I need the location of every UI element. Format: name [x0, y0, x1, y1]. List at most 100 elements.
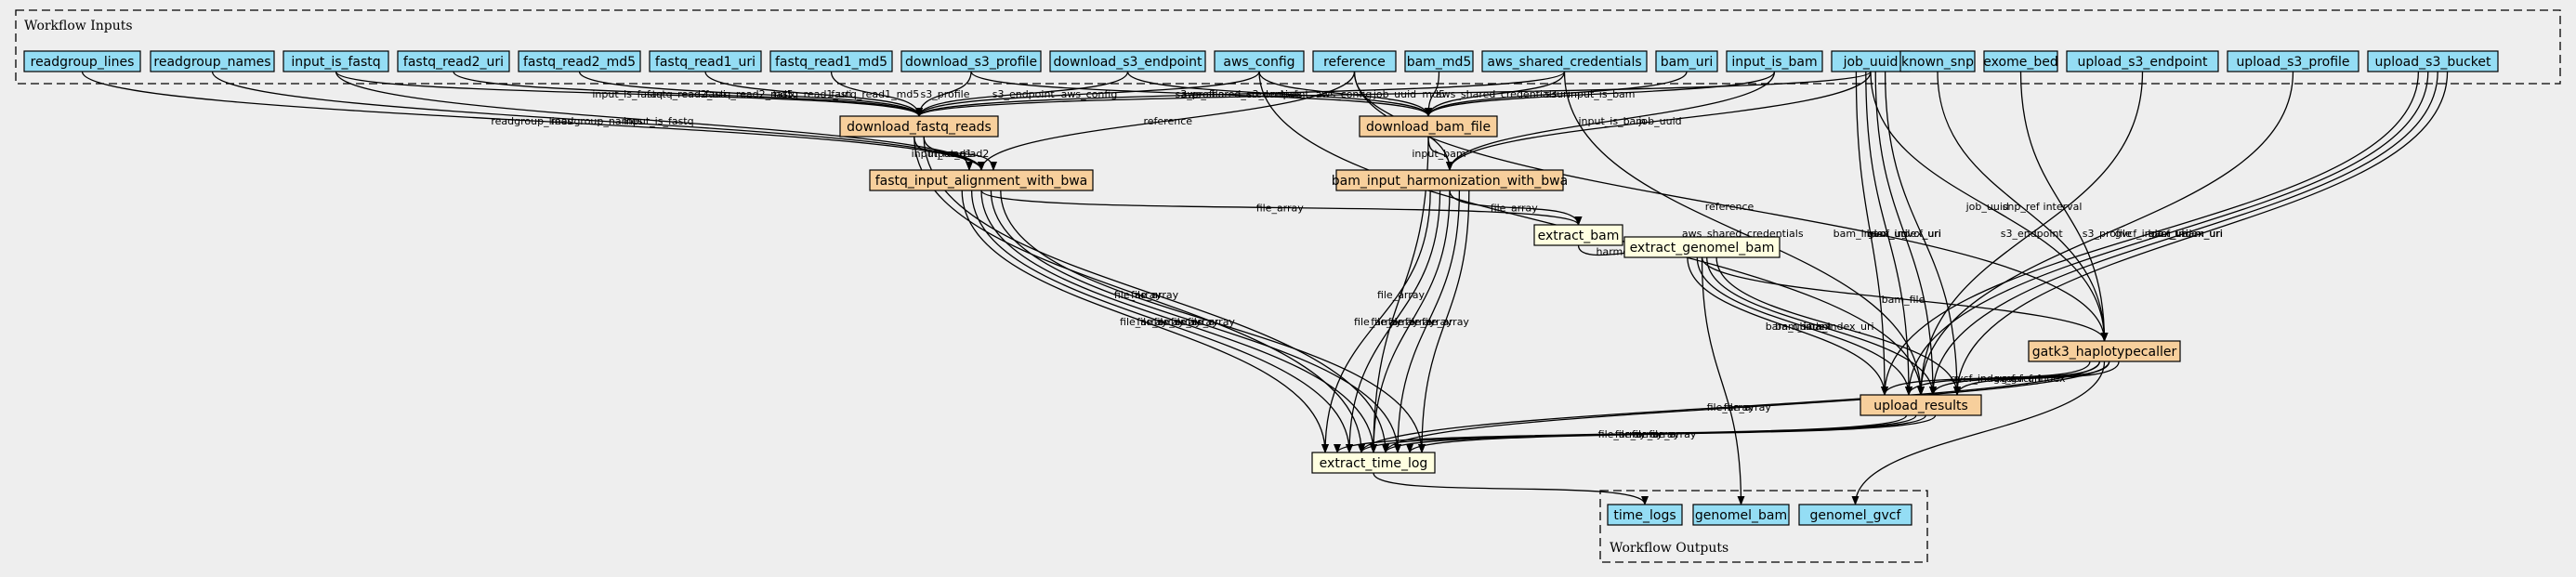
node-exome_bed: exome_bed — [1983, 50, 2058, 72]
edge-known_snp-to-gatk3_haplotypecaller — [1937, 71, 2109, 342]
edge-download_bam_file-to-bam_input_harmonization_with_bwa — [1427, 136, 1453, 171]
node-label-known_snp: known_snp — [1901, 55, 1974, 70]
node-box-known_snp — [1899, 50, 1976, 72]
edge-gatk3_haplotypecaller-to-upload_results — [1929, 361, 2110, 396]
nodes-layer: readgroup_lines readgroup_names input_is_f… — [23, 50, 2499, 526]
edge-job_uuid-to-download_fastq_reads — [915, 71, 1872, 117]
node-box-aws_config — [1214, 50, 1305, 72]
node-box-fastq_read1_uri — [649, 50, 762, 72]
edge-label: file_array — [1114, 289, 1163, 301]
node-fastq_input_alignment_with_bwa: fastq_input_alignment_with_bwa — [869, 169, 1094, 191]
edge-input_is_bam-to-bam_input_harmonization_with_bwa — [1446, 71, 1776, 171]
edge-fastq_input_alignment_with_bwa-to-extract_time_log — [1000, 190, 1426, 453]
edge-bam_input_harmonization_with_bwa-to-extract_time_log — [1394, 190, 1461, 453]
edge-download_s3_endpoint-to-download_bam_file — [1126, 71, 1432, 117]
edge-label: gvcf_uri — [2149, 228, 2188, 240]
node-download_s3_endpoint: download_s3_endpoint — [1049, 50, 1206, 72]
edge-download_s3_profile-to-download_bam_file — [970, 71, 1432, 117]
edge-fastq_read1_uri-to-download_fastq_reads — [704, 71, 923, 117]
edge-job_uuid-to-gatk3_haplotypecaller — [1870, 71, 2109, 342]
node-readgroup_names: readgroup_names — [150, 50, 275, 72]
edge-download_fastq_reads-to-fastq_input_alignment_with_bwa — [913, 136, 973, 171]
edge-download_s3_endpoint-to-download_fastq_reads — [915, 71, 1129, 117]
edge-label: interval — [2044, 201, 2083, 213]
node-readgroup_lines: readgroup_lines — [23, 50, 141, 72]
edge-upload_s3_bucket-to-upload_results — [1929, 71, 2438, 396]
node-fastq_read1_uri: fastq_read1_uri — [649, 50, 762, 72]
node-box-bam_md5 — [1404, 50, 1474, 72]
node-label-fastq_read1_uri: fastq_read1_uri — [655, 55, 756, 70]
edge-fastq_input_alignment_with_bwa-to-extract_time_log — [980, 190, 1377, 453]
node-label-fastq_input_alignment_with_bwa: fastq_input_alignment_with_bwa — [875, 174, 1088, 189]
edge-extract_genomel_bam-to-genomel_bam — [1701, 256, 1745, 505]
edge-label: file_array — [1188, 316, 1236, 328]
edge-fastq_input_alignment_with_bwa-to-extract_bam — [980, 190, 1583, 226]
edge-fastq_input_alignment_with_bwa-to-extract_time_log — [961, 190, 1329, 453]
edge-label: file_array — [1387, 316, 1436, 328]
node-reference: reference — [1312, 50, 1397, 72]
node-genomel_gvcf: genomel_gvcf — [1798, 504, 1912, 526]
edge-label: md5 — [1422, 88, 1445, 100]
edge-job_uuid-to-upload_results — [1884, 71, 1961, 396]
node-job_uuid: job_uuid — [1831, 50, 1911, 72]
node-label-upload_s3_bucket: upload_s3_bucket — [2374, 55, 2491, 70]
edge-label: file_array — [1371, 316, 1419, 328]
node-label-time_logs: time_logs — [1613, 508, 1676, 523]
node-box-download_s3_endpoint — [1049, 50, 1206, 72]
node-label-genomel_gvcf: genomel_gvcf — [1810, 508, 1902, 523]
edge-label: file_array — [1422, 316, 1470, 328]
node-aws_config: aws_config — [1214, 50, 1305, 72]
node-label-download_fastq_reads: download_fastq_reads — [847, 120, 992, 135]
edge-label: input_read2 — [928, 148, 990, 160]
node-upload_results: upload_results — [1860, 394, 1982, 416]
node-box-download_bam_file — [1359, 115, 1498, 138]
node-box-upload_s3_bucket — [2367, 50, 2499, 72]
edge-upload_s3_endpoint-to-upload_results — [1917, 71, 2144, 396]
edge-bam_input_harmonization_with_bwa-to-extract_bam — [1449, 190, 1583, 226]
node-box-exome_bed — [1983, 50, 2058, 72]
edge-label: file_array — [1256, 203, 1305, 215]
node-known_snp: known_snp — [1899, 50, 1976, 72]
node-bam_md5: bam_md5 — [1404, 50, 1474, 72]
workflow-outputs-cluster-label: Workflow Outputs — [1610, 541, 1728, 556]
node-upload_s3_profile: upload_s3_profile — [2227, 50, 2359, 72]
edge-upload_s3_bucket-to-upload_results — [1905, 71, 2429, 396]
node-box-extract_bam — [1533, 224, 1623, 246]
node-gatk3_haplotypecaller: gatk3_haplotypecaller — [2028, 340, 2181, 362]
edge-label: job_uuid — [1637, 115, 1681, 127]
node-label-job_uuid: job_uuid — [1843, 55, 1899, 70]
node-box-fastq_read1_md5 — [769, 50, 893, 72]
edge-extract_genomel_bam-to-upload_results — [1715, 256, 1961, 396]
node-label-aws_config: aws_config — [1223, 55, 1295, 70]
node-label-download_s3_profile: download_s3_profile — [905, 55, 1037, 70]
edge-download_bam_file-to-extract_time_log — [1370, 136, 1429, 453]
edge-label: file_array — [1724, 401, 1772, 413]
node-box-upload_results — [1860, 394, 1982, 416]
edge-fastq_read2_md5-to-download_fastq_reads — [578, 71, 923, 117]
edge-job_uuid-to-upload_results — [1855, 71, 1888, 396]
edge-bam_input_harmonization_with_bwa-to-extract_time_log — [1370, 190, 1451, 453]
node-box-readgroup_names — [150, 50, 275, 72]
workflow-outputs-cluster — [1599, 490, 1928, 563]
node-label-gatk3_haplotypecaller: gatk3_haplotypecaller — [2032, 345, 2177, 360]
node-box-time_logs — [1607, 504, 1683, 526]
node-label-aws_shared_credentials: aws_shared_credentials — [1487, 55, 1641, 70]
node-box-upload_s3_profile — [2227, 50, 2359, 72]
edge-label: input_is_bam — [1578, 115, 1646, 127]
edge-fastq_input_alignment_with_bwa-to-extract_time_log — [990, 190, 1401, 453]
node-label-upload_s3_endpoint: upload_s3_endpoint — [2078, 55, 2208, 70]
edge-label: bam_file — [1882, 294, 1925, 306]
node-extract_time_log: extract_time_log — [1311, 452, 1436, 474]
edge-gatk3_haplotypecaller-to-genomel_gvcf — [1851, 361, 2106, 505]
edge-reference-to-fastq_input_alignment_with_bwa — [978, 71, 1356, 171]
node-fastq_read1_md5: fastq_read1_md5 — [769, 50, 893, 72]
node-box-aws_shared_credentials — [1481, 50, 1648, 72]
node-label-genomel_bam: genomel_bam — [1695, 508, 1787, 523]
node-input_is_fastq: input_is_fastq — [283, 50, 389, 72]
node-label-bam_md5: bam_md5 — [1407, 55, 1472, 70]
node-box-download_s3_profile — [900, 50, 1042, 72]
node-upload_s3_endpoint: upload_s3_endpoint — [2066, 50, 2219, 72]
edges-layer: readgroup_linesreadgroup_namesinput_is_f… — [81, 71, 2449, 505]
edge-label: bam — [1808, 321, 1831, 333]
edge-download_fastq_reads-to-extract_time_log — [913, 136, 1365, 453]
